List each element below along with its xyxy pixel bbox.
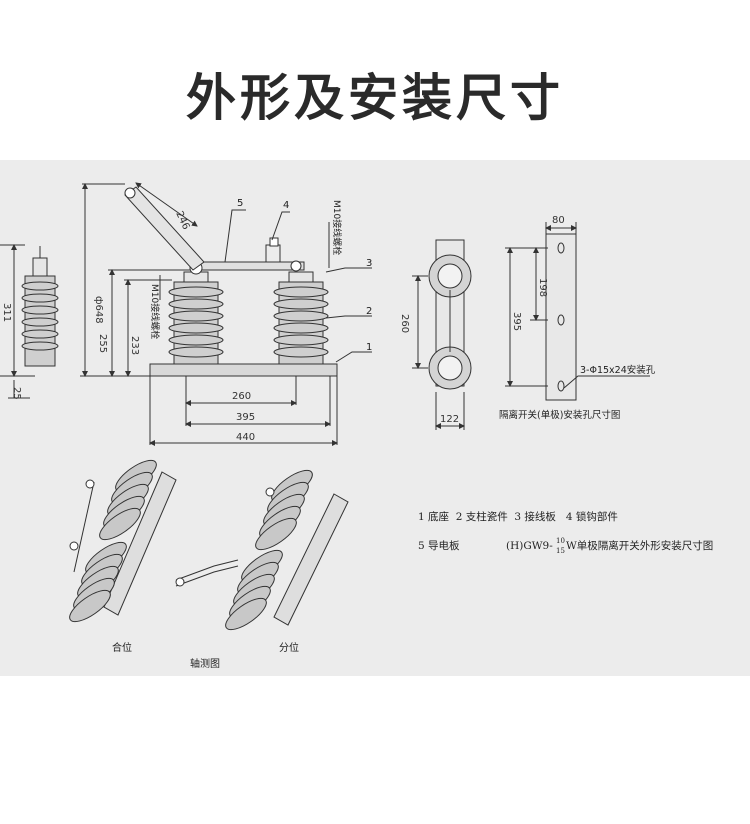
- base: [149, 363, 338, 377]
- dim-311: 311: [1, 303, 12, 322]
- legend-frac-top: 10: [556, 537, 565, 545]
- hole-note: 3-Φ15x24安装孔: [580, 364, 656, 376]
- hole-view-caption: 隔离开关(单极)安装孔尺寸图: [499, 409, 620, 421]
- callout-4: 4: [283, 200, 289, 211]
- callout-2: 2: [366, 306, 372, 317]
- plan-dim-122: 122: [440, 414, 459, 425]
- legend-line-2a: 5 导电板: [418, 539, 460, 552]
- legend-line-2b: (H)GW9-: [506, 540, 553, 552]
- right-insulator: [273, 271, 329, 365]
- dim-233: 233: [129, 336, 140, 355]
- hole-dim-198: 198: [537, 278, 548, 297]
- callout-5: 5: [237, 198, 243, 209]
- plan-view: [412, 239, 472, 430]
- left-insulator: [168, 271, 224, 365]
- bolt-label-left: M10接线螺栓: [149, 284, 161, 339]
- technical-drawing: 246 ф648 255 233 260 395 440 311 25 5 4 …: [0, 160, 750, 676]
- iso-open-view: [175, 469, 349, 631]
- hole-dim-395: 395: [511, 312, 522, 331]
- plan-dim-260: 260: [399, 314, 410, 333]
- dim-648: ф648: [93, 296, 104, 324]
- mounting-hole-view: [505, 222, 650, 401]
- page-title: 外形及安装尺寸: [186, 69, 564, 127]
- bolt-label-top: M10接线螺栓: [331, 200, 343, 255]
- side-view: [21, 246, 59, 367]
- iso-closed-view: [69, 459, 177, 623]
- front-view: [0, 182, 372, 446]
- legend-frac-bottom: 15: [556, 547, 565, 555]
- dim-440: 440: [236, 432, 255, 443]
- hole-dim-80: 80: [552, 215, 565, 226]
- dim-25: 25: [11, 387, 22, 400]
- callout-3: 3: [366, 258, 372, 269]
- closed-position-label: 合位: [112, 641, 132, 654]
- legend-line-1: 1 底座 2 支柱瓷件 3 接线板 4 锁钩部件: [418, 510, 618, 523]
- legend-line-2c: W单极隔离开关外形安装尺寸图: [566, 539, 713, 552]
- dim-395: 395: [236, 412, 255, 423]
- iso-caption: 轴测图: [190, 657, 220, 670]
- conductive-plate: [197, 261, 305, 271]
- dim-260: 260: [232, 391, 251, 402]
- callout-1: 1: [366, 342, 372, 353]
- open-position-label: 分位: [279, 641, 299, 654]
- dim-255: 255: [97, 334, 108, 353]
